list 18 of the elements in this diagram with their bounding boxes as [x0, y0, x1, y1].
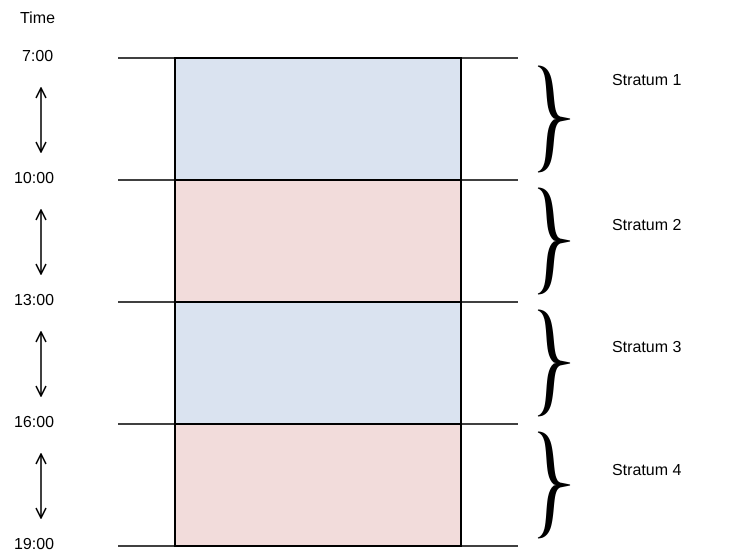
- time-label: 16:00: [14, 414, 54, 432]
- time-label: 10:00: [14, 170, 54, 188]
- stratum-label: Stratum 4: [612, 462, 682, 480]
- stratum-label: Stratum 2: [612, 217, 682, 235]
- time-band: [174, 179, 462, 303]
- curly-brace: [538, 66, 570, 172]
- axis-title: Time: [20, 10, 55, 28]
- curly-brace: [538, 310, 570, 416]
- stratum-label: Stratum 3: [612, 339, 682, 357]
- time-label: 19:00: [14, 536, 54, 554]
- stratum-label: Stratum 1: [612, 72, 682, 90]
- time-band: [174, 57, 462, 181]
- time-band: [174, 423, 462, 547]
- time-label: 7:00: [22, 48, 54, 66]
- curly-brace: [538, 188, 570, 294]
- curly-brace: [538, 432, 570, 538]
- time-band: [174, 301, 462, 425]
- time-label: 13:00: [14, 292, 54, 310]
